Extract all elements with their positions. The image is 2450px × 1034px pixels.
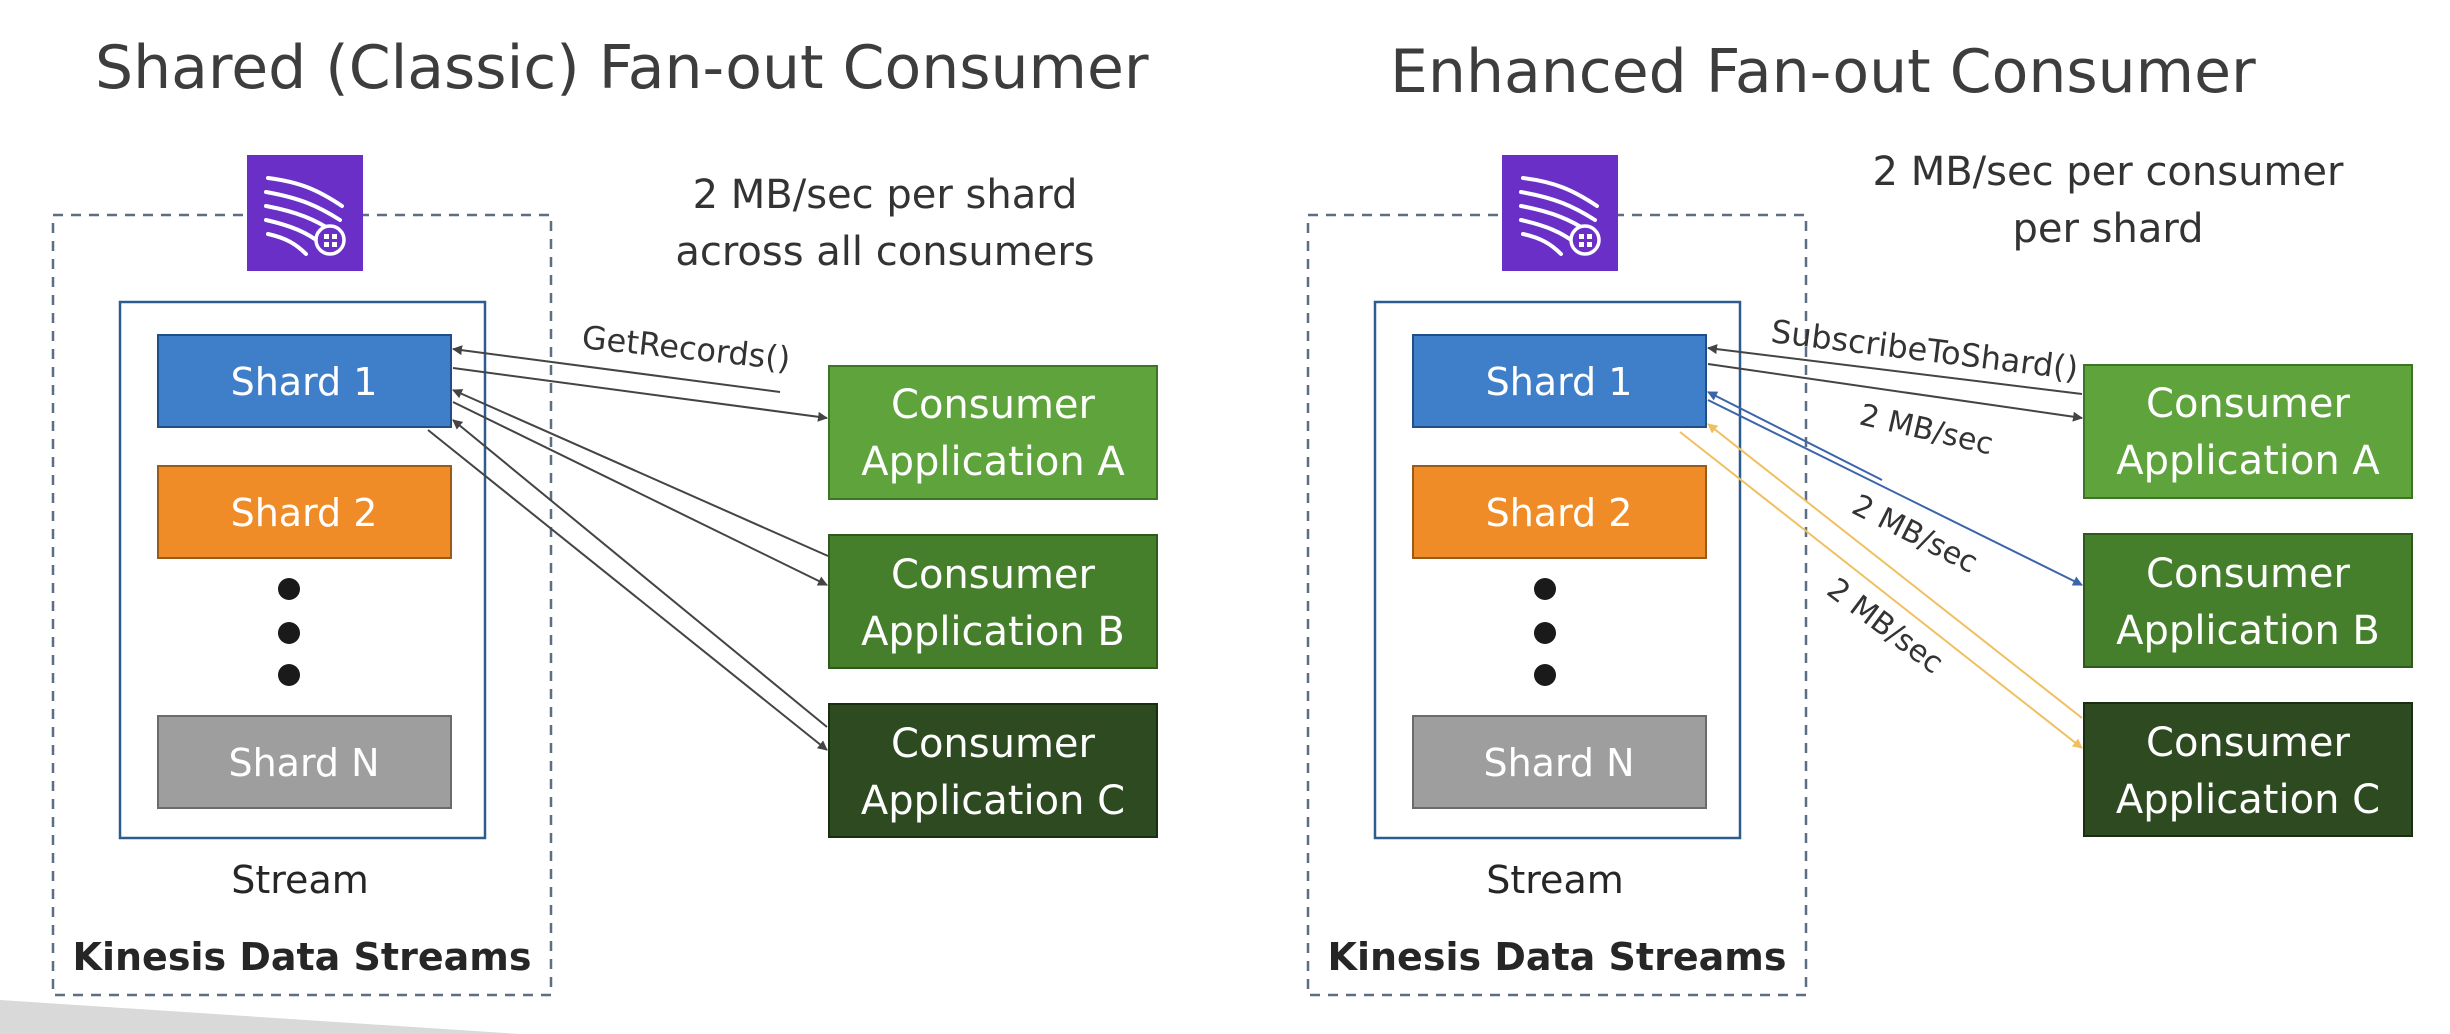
enhanced-app-b-line1: Consumer (2146, 551, 2351, 597)
shared-shard-1-label: Shard 1 (231, 360, 378, 404)
shared-stream-label: Stream (231, 858, 369, 902)
shared-app-a-line2: Application A (861, 439, 1125, 485)
shared-arrows (427, 345, 829, 751)
enhanced-app-c-line1: Consumer (2146, 720, 2351, 766)
enhanced-shard-1-label: Shard 1 (1486, 360, 1633, 404)
shared-shard-n[interactable] (157, 715, 452, 809)
shared-rate-line1: 2 MB/sec per shard (693, 172, 1078, 218)
get-records-label: GetRecords() (580, 318, 792, 378)
ellipsis-dot (1534, 664, 1556, 686)
enhanced-rate-line1: 2 MB/sec per consumer (1873, 149, 2344, 195)
enhanced-stream-label: Stream (1486, 858, 1624, 902)
mb-sec-label-a: 2 MB/sec (1856, 398, 1996, 463)
kinesis-streams-icon (1502, 155, 1618, 271)
enhanced-app-c-line2: Application C (2116, 777, 2380, 823)
enhanced-arrows (1679, 344, 2083, 749)
enhanced-shard-2-label: Shard 2 (1486, 491, 1633, 535)
enhanced-app-a-line1: Consumer (2146, 381, 2351, 427)
enhanced-shard-1[interactable] (1412, 334, 1707, 428)
enhanced-kds-label: Kinesis Data Streams (1328, 935, 1787, 979)
slide-corner-decoration (0, 1000, 520, 1034)
enhanced-app-a-line2: Application A (2116, 438, 2380, 484)
enhanced-consumer-app-c[interactable] (2083, 702, 2413, 837)
shared-shard-2[interactable] (157, 465, 452, 559)
shared-kds-boundary (51, 213, 553, 997)
ellipsis-dot (1534, 578, 1556, 600)
ellipsis-dot (278, 664, 300, 686)
ellipsis-dot (278, 578, 300, 600)
mb-sec-label-c: 2 MB/sec (1820, 571, 1950, 681)
shared-app-c-line2: Application C (861, 778, 1125, 824)
kinesis-streams-icon (247, 155, 363, 271)
enhanced-shard-n[interactable] (1412, 715, 1707, 809)
enhanced-consumer-app-b[interactable] (2083, 533, 2413, 668)
shared-shard-2-label: Shard 2 (231, 491, 378, 535)
enhanced-title: Enhanced Fan-out Consumer (1390, 37, 2256, 107)
shared-app-c-line1: Consumer (891, 721, 1096, 767)
shared-title: Shared (Classic) Fan-out Consumer (95, 33, 1149, 103)
shared-shard-n-label: Shard N (228, 741, 379, 785)
shared-rate-line2: across all consumers (675, 229, 1094, 275)
shared-kds-label: Kinesis Data Streams (73, 935, 532, 979)
enhanced-stream-box (1373, 300, 1742, 840)
ellipsis-dot (1534, 622, 1556, 644)
enhanced-shard-n-label: Shard N (1483, 741, 1634, 785)
shared-app-a-line1: Consumer (891, 382, 1096, 428)
ellipsis-dot (278, 622, 300, 644)
shared-shard-1[interactable] (157, 334, 452, 428)
enhanced-kds-boundary (1306, 213, 1808, 997)
shared-consumer-app-b[interactable] (828, 534, 1158, 669)
shared-consumer-app-c[interactable] (828, 703, 1158, 838)
enhanced-shard-2[interactable] (1412, 465, 1707, 559)
enhanced-consumer-app-a[interactable] (2083, 364, 2413, 499)
subscribe-to-shard-label: SubscribeToShard() (1769, 312, 2080, 387)
shared-app-b-line2: Application B (861, 609, 1125, 655)
shared-app-b-line1: Consumer (891, 552, 1096, 598)
enhanced-app-b-line2: Application B (2116, 608, 2380, 654)
enhanced-rate-line2: per shard (2013, 206, 2204, 252)
shared-consumer-app-a[interactable] (828, 365, 1158, 500)
shared-stream-box (118, 300, 487, 840)
